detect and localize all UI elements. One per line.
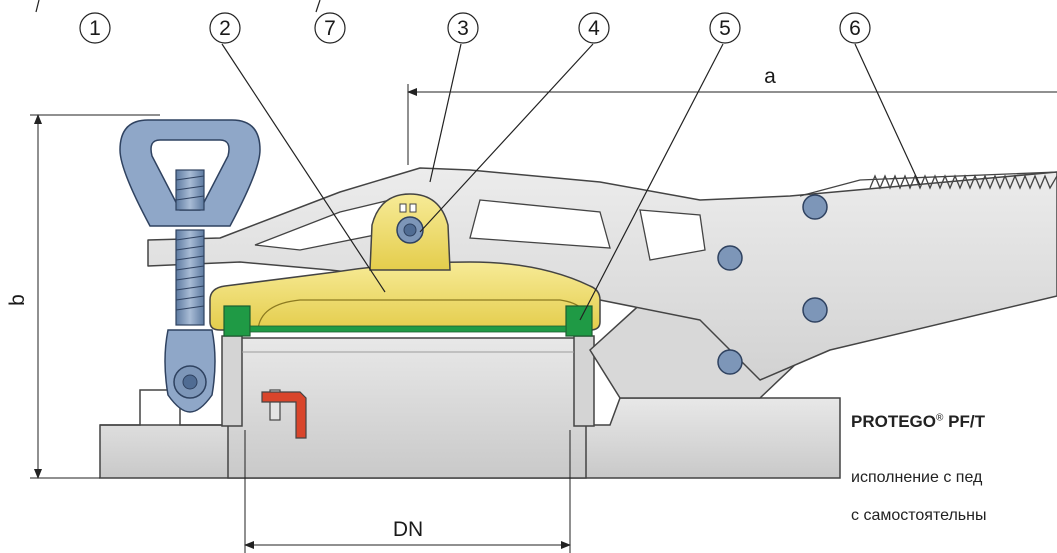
callout-1-label: 1	[89, 17, 101, 40]
gasket-seals	[223, 305, 593, 337]
callout-2: 2	[209, 12, 241, 44]
product-title: PROTEGO® PF/T	[851, 412, 985, 432]
dimension-b: b	[6, 114, 160, 479]
callout-5: 5	[709, 12, 741, 44]
dimension-b-label: b	[6, 294, 29, 306]
dimension-dn: DN	[244, 430, 571, 553]
callout-7-label: 7	[324, 17, 336, 40]
callout-5-label: 5	[719, 17, 731, 40]
dimension-a: a	[407, 65, 1057, 165]
caption-line-2: с самостоятельны	[851, 507, 987, 524]
callout-4: 4	[578, 12, 610, 44]
callout-7: 7	[314, 12, 346, 44]
callout-4-label: 4	[588, 17, 600, 40]
dimension-dn-label: DN	[393, 518, 423, 541]
leader-lines	[35, 0, 921, 321]
callout-2-label: 2	[219, 17, 231, 40]
hinge-pins	[717, 194, 828, 375]
registered-mark: ®	[936, 412, 944, 424]
callout-1: 1	[79, 12, 111, 44]
product-brand: PROTEGO	[851, 412, 937, 431]
dimension-a-label: a	[764, 65, 776, 88]
callout-3: 3	[447, 12, 479, 44]
safety-latch	[261, 389, 307, 439]
callout-3-label: 3	[457, 17, 469, 40]
hatch-cover	[209, 193, 601, 331]
callout-6-label: 6	[849, 17, 861, 40]
callout-6: 6	[839, 12, 871, 44]
nozzle-body	[221, 335, 595, 479]
caption-line-1: исполнение с пед	[851, 469, 983, 486]
eye-bolt-clamp	[119, 119, 261, 413]
product-model: PF/T	[948, 412, 985, 431]
